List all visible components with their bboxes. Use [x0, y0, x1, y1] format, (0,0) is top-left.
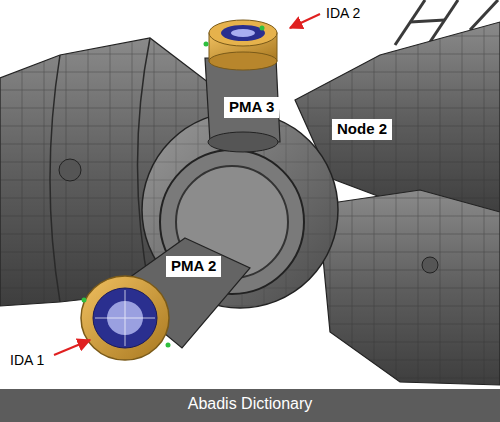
label-box: Node 2 — [332, 119, 392, 140]
part-label: IDA 2 — [326, 5, 360, 21]
part-label: IDA 1 — [10, 352, 44, 368]
label-box: PMA 2 — [166, 256, 221, 277]
leader-arrow — [54, 340, 90, 355]
watermark: Abadis Dictionary — [0, 395, 500, 413]
pma3-adapter — [205, 58, 280, 142]
module-name: PMA 3 — [229, 98, 274, 117]
leader-arrow — [290, 14, 320, 28]
caption-bar — [0, 389, 500, 422]
label-box: PMA 3 — [224, 97, 279, 118]
module-name: Node 2 — [337, 120, 387, 139]
right-lower-module — [318, 190, 500, 385]
ida1-ring — [81, 276, 169, 360]
module-name: PMA 2 — [171, 257, 216, 276]
